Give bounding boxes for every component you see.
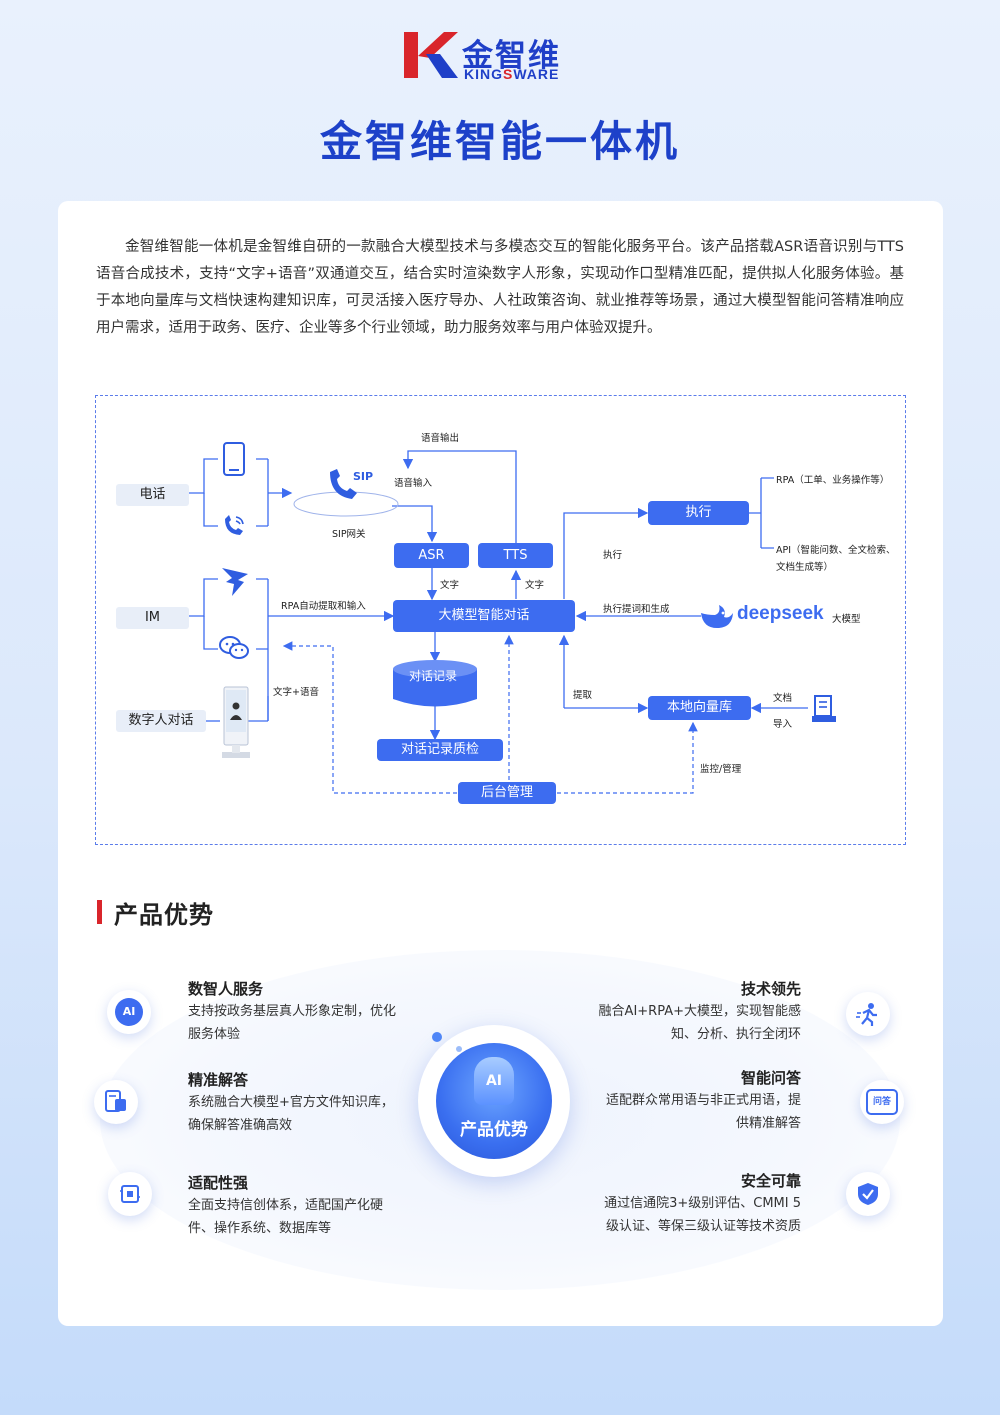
document-upload-icon — [812, 695, 836, 722]
phone-channel-box: 电话 — [116, 484, 189, 506]
brand-logo: 金智维 KINGSWARE — [400, 30, 600, 82]
orbit-dot-small — [456, 1046, 462, 1052]
deepseek-logo-text: deepseek — [737, 603, 824, 624]
advantage-title: 智能问答 — [740, 1069, 801, 1087]
api-output-label-1: API（智能问数、全文检索、 — [776, 545, 896, 556]
import-label: 导入 — [773, 719, 793, 730]
brand-k-logo-icon — [404, 32, 458, 78]
running-tech-icon — [846, 992, 890, 1036]
digital-human-channel-box: 数字人对话 — [116, 710, 206, 732]
knowledge-answer-icon — [94, 1080, 138, 1124]
advantage-desc: 融合AI+RPA+大模型，实现智能感知、分析、执行全闭环 — [598, 1004, 801, 1042]
execute-node: 执行 — [648, 501, 749, 525]
advantage-desc: 适配群众常用语与非正式用语，提供精准解答 — [605, 1093, 801, 1131]
ai-service-icon: AI — [107, 990, 151, 1034]
advantage-title: 适配性强 — [188, 1174, 249, 1192]
sip-icon-label: SIP — [353, 470, 374, 483]
shield-check-icon — [846, 1172, 890, 1216]
orbit-dot — [432, 1032, 442, 1042]
voice-output-label: 语音输出 — [421, 433, 460, 444]
center-advantage-label: 产品优势 — [460, 1120, 528, 1140]
records-node-label: 对话记录 — [409, 669, 458, 683]
brand-name-en: KINGSWARE — [464, 66, 560, 82]
document-label: 文档 — [773, 693, 793, 704]
diagram-connectors — [189, 450, 808, 794]
asr-text-label: 文字 — [440, 580, 460, 591]
dingtalk-icon — [222, 568, 248, 596]
advantage-desc: 系统融合大模型+官方文件知识库，确保解答准确高效 — [188, 1095, 394, 1133]
brand-name-cn: 金智维 — [462, 38, 561, 74]
vector-db-node: 本地向量库 — [648, 696, 751, 720]
call-icon — [225, 515, 244, 535]
quality-check-node: 对话记录质检 — [377, 739, 503, 761]
records-db-icon — [393, 660, 477, 707]
wechat-icon — [219, 636, 249, 659]
tts-text-label: 文字 — [525, 580, 545, 591]
api-output-label-2: 文档生成等） — [776, 562, 834, 573]
backend-admin-node: 后台管理 — [458, 782, 556, 804]
qa-chat-icon: 问答 — [860, 1080, 904, 1124]
advantages-section-title: 产品优势 — [97, 897, 214, 929]
exec-prompt-label: 执行提词和生成 — [603, 604, 670, 615]
deepseek-suffix-label: 大模型 — [832, 614, 861, 625]
monitor-label: 监控/管理 — [700, 764, 742, 775]
mobile-phone-icon — [223, 442, 245, 476]
intro-paragraph: 金智维智能一体机是金智维自研的一款融合大模型技术与多模态交互的智能化服务平台。该… — [96, 239, 904, 336]
rpa-input-label: RPA自动提取和输入 — [281, 601, 366, 612]
im-channel-box: IM — [116, 607, 189, 629]
kiosk-icon — [222, 686, 250, 758]
chip-adapt-icon — [108, 1172, 152, 1216]
text-voice-label: 文字+语音 — [273, 687, 319, 698]
page-title: 金智维智能一体机 — [319, 117, 680, 166]
deepseek-whale-icon — [701, 605, 733, 629]
extract-label: 提取 — [573, 690, 593, 701]
tts-node: TTS — [478, 543, 553, 568]
advantage-desc: 全面支持信创体系，适配国产化硬件、操作系统、数据库等 — [188, 1198, 384, 1236]
voice-input-label: 语音输入 — [394, 478, 433, 489]
center-ai-icon: AI — [474, 1057, 514, 1105]
center-advantage-badge: AI 产品优势 — [418, 1025, 570, 1177]
sip-gateway-label: SIP网关 — [332, 529, 366, 540]
section-accent-bar — [97, 900, 102, 924]
advantage-title: 数智人服务 — [188, 980, 264, 998]
advantage-title: 技术领先 — [740, 980, 801, 998]
llm-dialogue-node: 大模型智能对话 — [393, 600, 575, 632]
asr-node: ASR — [394, 543, 469, 568]
sip-phone-icon — [330, 469, 357, 499]
rpa-output-label: RPA（工单、业务操作等） — [776, 475, 890, 486]
advantage-title: 精准解答 — [188, 1071, 249, 1089]
execute-edge-label: 执行 — [603, 550, 623, 561]
architecture-diagram: SIP SIP网关 电话 IM 数字人对话 ASR TTS 大模型智能对话 执行… — [95, 395, 906, 845]
advantage-desc: 支持按政务基层真人形象定制，优化服务体验 — [188, 1004, 397, 1042]
advantage-title: 安全可靠 — [740, 1172, 801, 1190]
